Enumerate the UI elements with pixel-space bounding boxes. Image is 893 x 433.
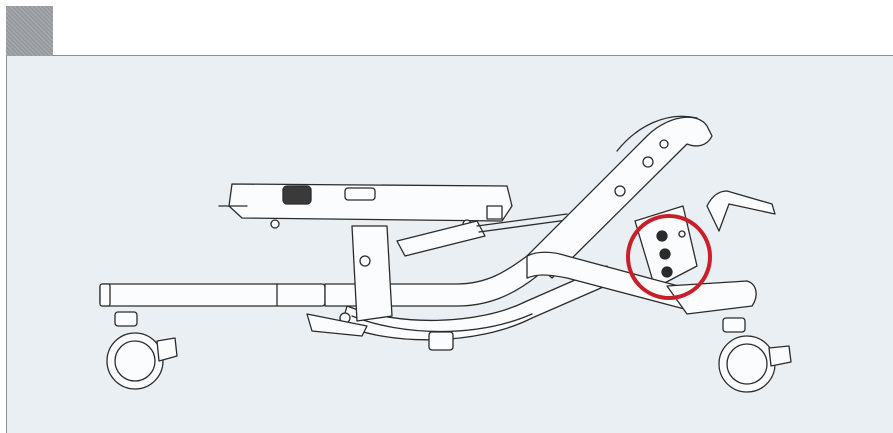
foot-pedal	[706, 190, 776, 232]
gas-spring	[396, 220, 486, 257]
rear-frame-curve	[341, 265, 618, 341]
right-caster-brake	[768, 345, 792, 367]
bracket-bolt	[359, 255, 371, 267]
backrest-tube	[526, 116, 713, 279]
base-tube	[99, 283, 326, 307]
seat-bolt	[270, 219, 280, 229]
front-foot-cap	[666, 280, 757, 315]
header-tab-marker	[6, 6, 53, 56]
back-bracket-plate	[634, 205, 698, 289]
seat-lever	[282, 185, 312, 205]
left-caster-brake	[156, 337, 178, 362]
hub-block	[428, 331, 454, 351]
figure-header	[6, 6, 893, 56]
seat-latch	[344, 187, 376, 201]
chair-base-illustration	[99, 115, 792, 393]
highlight-circle	[626, 214, 712, 300]
seat-bracket	[351, 225, 393, 322]
